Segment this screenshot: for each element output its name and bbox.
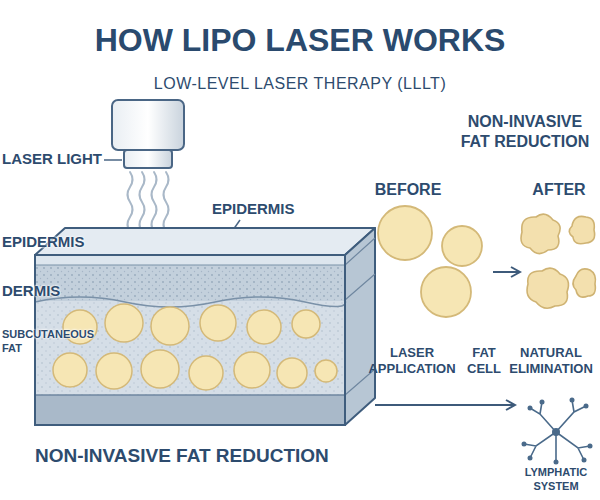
base-boundary	[35, 394, 345, 396]
epidermis-boundary	[35, 264, 345, 265]
skin-side-face	[345, 228, 375, 425]
base-layer	[35, 395, 345, 425]
shrunk-fat-cell	[573, 269, 595, 297]
part-label: SUBCUTANEOUS FAT	[2, 328, 98, 356]
laser-device-nozzle	[124, 150, 172, 168]
step-label: LASER APPLICATION	[362, 345, 462, 378]
step-label: FAT CELL	[464, 345, 504, 378]
section-heading: NON-INVASIVE FAT REDUCTION	[455, 112, 595, 152]
part-label: EPIDERMIS	[212, 200, 295, 219]
laser-device-body	[112, 100, 184, 150]
part-label: LASER LIGHT	[2, 150, 102, 169]
before-group: BEFORE	[368, 180, 493, 325]
after-group: AFTER	[520, 180, 598, 325]
skin-top-face	[35, 228, 375, 255]
fat-cell	[421, 267, 471, 317]
fat-cell	[378, 206, 432, 260]
lymph-vessel	[524, 400, 590, 462]
shrunk-fat-cell	[527, 268, 568, 308]
lymphatic-system: LYMPHATIC SYSTEM	[515, 398, 597, 496]
dermis-fat-boundary	[35, 297, 346, 307]
shrunk-fat-cell	[521, 214, 560, 253]
group-heading: AFTER	[520, 180, 598, 200]
skin-section: NON-INVASIVE FAT REDUCTION	[35, 222, 375, 472]
shrunk-fat-cell	[569, 216, 594, 243]
fat-layer	[35, 301, 345, 395]
epidermis-layer	[35, 255, 345, 265]
fat-cells	[53, 304, 337, 390]
flow-arrow	[493, 271, 520, 273]
subtitle: LOW-LEVEL LASER THERAPY (LLLT)	[0, 74, 600, 94]
step-label: NATURAL ELIMINATION	[504, 345, 598, 378]
section-caption: NON-INVASIVE FAT REDUCTION	[35, 444, 375, 468]
lymph-node	[552, 428, 560, 436]
diagram-title: HOW LIPO LASER WORKS	[0, 20, 600, 60]
part-label: DERMIS	[2, 282, 60, 301]
group-heading: BEFORE	[368, 180, 448, 200]
part-label: EPIDERMIS	[2, 233, 85, 252]
flow-arrow	[375, 404, 515, 406]
leader-line	[104, 159, 122, 161]
fat-cell	[442, 226, 482, 266]
laser-beam-waves	[128, 172, 169, 232]
icon-label: LYMPHATIC SYSTEM	[515, 466, 597, 494]
